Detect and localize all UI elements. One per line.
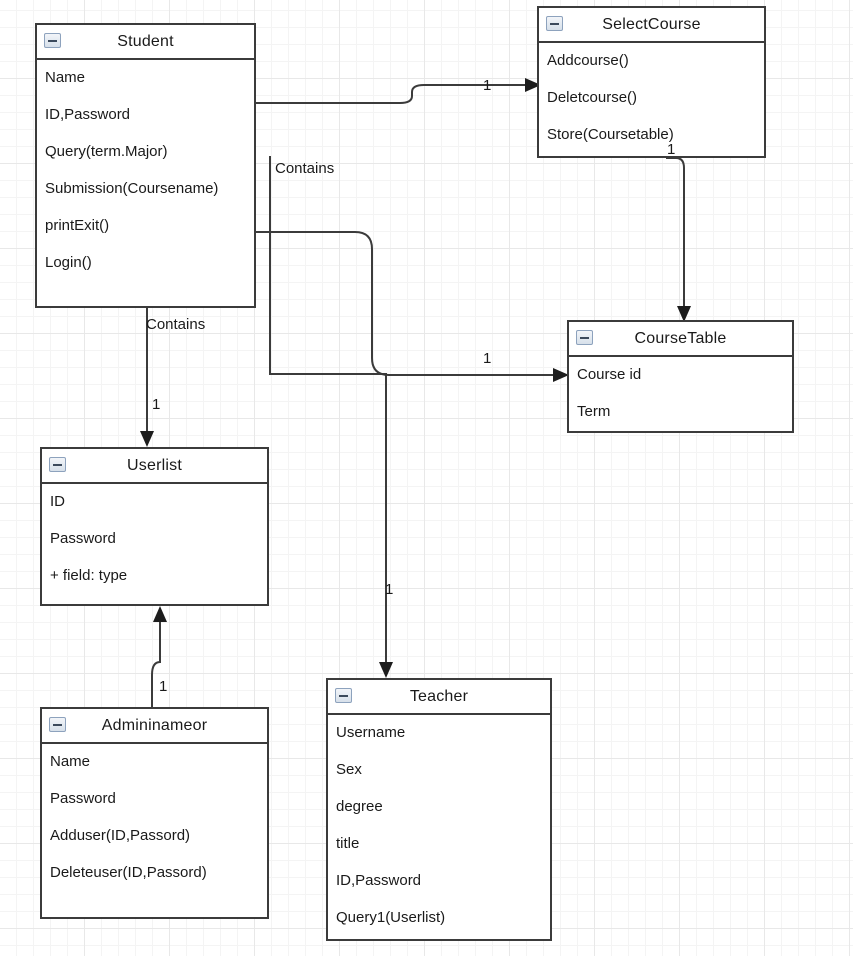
class-member: Course id <box>577 366 642 383</box>
edge-student-coursetable <box>256 231 569 382</box>
edge-selectcourse-coursetable <box>666 157 691 322</box>
class-member: Query1(Userlist) <box>336 909 446 926</box>
class-members-userlist: ID Password + field: type <box>42 484 267 591</box>
class-members-coursetable: Course id Term <box>569 357 792 427</box>
multiplicity-coursetable-from-student: 1 <box>483 350 492 367</box>
edge-label-contains-top: Contains <box>275 160 335 177</box>
edge-student-teacher <box>269 156 393 678</box>
class-name-coursetable: CourseTable <box>634 330 727 347</box>
class-box-userlist[interactable]: Userlist ID Password + field: type <box>40 447 269 606</box>
class-box-student[interactable]: Student Name ID,Password Query(term.Majo… <box>35 23 256 308</box>
minus-icon[interactable] <box>576 330 593 345</box>
class-member: Deletcourse() <box>547 89 638 106</box>
class-member: Deleteuser(ID,Passord) <box>50 864 207 881</box>
class-member: degree <box>336 798 383 815</box>
class-member: Term <box>577 403 611 420</box>
class-members-selectcourse: Addcourse() Deletcourse() Store(Courseta… <box>539 43 764 150</box>
class-member: Sex <box>336 761 362 778</box>
class-members-admin: Name Password Adduser(ID,Passord) Delete… <box>42 744 267 888</box>
multiplicity-teacher: 1 <box>385 581 394 598</box>
class-name-teacher: Teacher <box>409 688 469 705</box>
class-header-teacher: Teacher <box>328 680 550 715</box>
multiplicity-admin: 1 <box>159 678 168 695</box>
class-header-userlist: Userlist <box>42 449 267 484</box>
edge-label-contains-left: Contains <box>146 316 206 333</box>
class-member: Name <box>50 753 91 770</box>
class-member: Adduser(ID,Passord) <box>50 827 191 844</box>
class-name-userlist: Userlist <box>127 457 182 474</box>
class-member: ID,Password <box>45 106 131 123</box>
class-header-admin: Admininameor <box>42 709 267 744</box>
edge-student-selectcourse <box>256 78 541 104</box>
minus-icon[interactable] <box>49 717 66 732</box>
class-member: Addcourse() <box>547 52 629 69</box>
class-member: ID <box>50 493 65 510</box>
class-box-admin[interactable]: Admininameor Name Password Adduser(ID,Pa… <box>40 707 269 919</box>
multiplicity-coursetable-from-selectcourse: 1 <box>667 141 676 158</box>
class-header-coursetable: CourseTable <box>569 322 792 357</box>
class-header-student: Student <box>37 25 254 60</box>
class-member: Query(term.Major) <box>45 143 168 160</box>
class-name-admin: Admininameor <box>101 717 208 734</box>
class-box-selectcourse[interactable]: SelectCourse Addcourse() Deletcourse() S… <box>537 6 766 158</box>
class-box-teacher[interactable]: Teacher Username Sex degree title ID,Pas… <box>326 678 552 941</box>
class-members-teacher: Username Sex degree title ID,Password Qu… <box>328 715 550 933</box>
class-member: Password <box>50 790 116 807</box>
class-member: Name <box>45 69 86 86</box>
class-name-selectcourse: SelectCourse <box>602 16 701 33</box>
class-members-student: Name ID,Password Query(term.Major) Submi… <box>37 60 254 278</box>
class-name-student: Student <box>117 33 174 50</box>
class-member: Store(Coursetable) <box>547 126 674 143</box>
class-member: ID,Password <box>336 872 422 889</box>
class-member: Login() <box>45 254 92 271</box>
minus-icon[interactable] <box>49 457 66 472</box>
class-member: + field: type <box>50 567 128 584</box>
class-member: title <box>336 835 360 852</box>
minus-icon[interactable] <box>546 16 563 31</box>
class-member: Username <box>336 724 406 741</box>
class-box-coursetable[interactable]: CourseTable Course id Term <box>567 320 794 433</box>
minus-icon[interactable] <box>44 33 61 48</box>
multiplicity-userlist: 1 <box>152 396 161 413</box>
class-member: printExit() <box>45 217 110 234</box>
multiplicity-selectcourse: 1 <box>483 77 492 94</box>
class-member: Submission(Coursename) <box>45 180 219 197</box>
minus-icon[interactable] <box>335 688 352 703</box>
class-header-selectcourse: SelectCourse <box>539 8 764 43</box>
class-member: Password <box>50 530 116 547</box>
